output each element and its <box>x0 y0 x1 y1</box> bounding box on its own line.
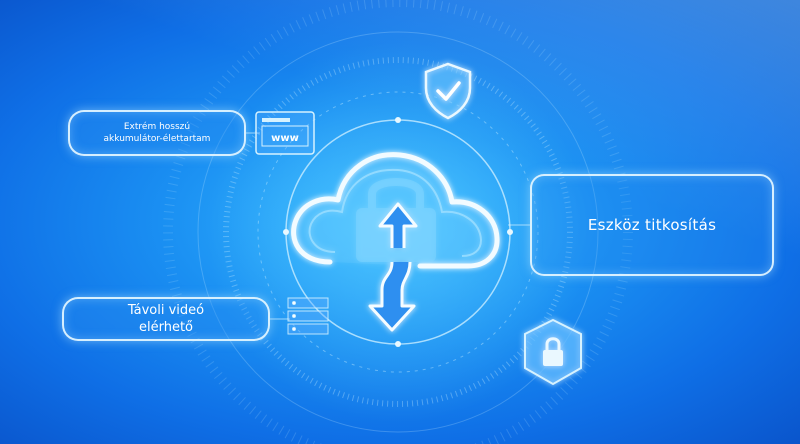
ring-dots <box>283 117 513 347</box>
feature-battery-life: Extrém hosszú akkumulátor-élettartam <box>68 110 246 156</box>
www-label: www <box>271 133 299 144</box>
feature-remote-video: Távoli videó elérhető <box>62 297 270 341</box>
feature-device-encryption: Eszköz titkosítás <box>530 174 774 276</box>
feature-battery-label: Extrém hosszú akkumulátor-élettartam <box>103 122 211 144</box>
server-icon <box>287 297 329 335</box>
cloud-upload-download-icon <box>291 152 500 332</box>
shield-check-icon <box>424 62 472 120</box>
www-icon: www <box>255 111 315 155</box>
feature-encryption-label: Eszköz titkosítás <box>587 216 717 234</box>
connector-lines <box>246 132 530 320</box>
lock-shield-icon <box>524 318 582 386</box>
feature-video-label: Távoli videó elérhető <box>127 303 205 335</box>
